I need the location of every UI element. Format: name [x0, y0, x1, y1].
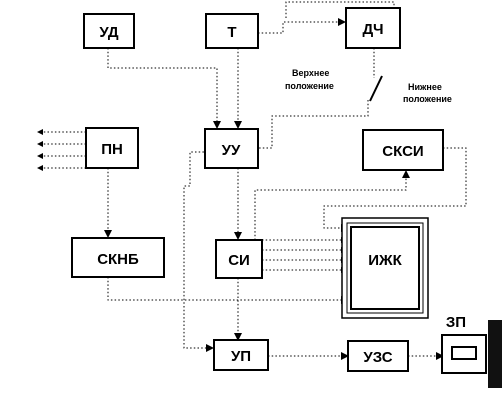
- block-izhk-label: ИЖК: [368, 252, 402, 269]
- lower-position-label-1: Нижнее: [408, 82, 442, 92]
- arrow-uu-si: [234, 232, 242, 240]
- block-uzs-label: УЗС: [363, 349, 392, 366]
- link-uu-up: [183, 151, 215, 349]
- block-pn-label: ПН: [101, 141, 123, 158]
- block-up: УП: [213, 339, 269, 371]
- arrow-t-dch: [338, 18, 346, 26]
- link-sknb-izhk: [107, 277, 341, 301]
- block-si: СИ: [215, 239, 263, 279]
- block-pn: ПН: [85, 127, 139, 169]
- block-si-label: СИ: [228, 252, 250, 269]
- block-ud: УД: [83, 13, 135, 49]
- arrow-uzs-zp: [436, 352, 444, 360]
- position-switch: [369, 75, 383, 102]
- block-izhk: ИЖК: [341, 217, 429, 319]
- block-t: Т: [205, 13, 259, 49]
- block-uu-label: УУ: [222, 142, 241, 159]
- block-t-label: Т: [227, 24, 236, 41]
- arrow-pn-sknb: [104, 230, 112, 238]
- arrow-up-uzs: [341, 352, 349, 360]
- block-sknb-label: СКНБ: [97, 251, 139, 268]
- arrow-uu-up: [206, 344, 214, 352]
- upper-position-label-2: положение: [285, 81, 334, 91]
- arrow-pn-out-1: [37, 129, 43, 135]
- block-up-label: УП: [231, 348, 251, 365]
- block-uu: УУ: [204, 128, 259, 169]
- block-dch-label: ДЧ: [362, 21, 383, 38]
- block-dch: ДЧ: [345, 7, 401, 49]
- block-uzs: УЗС: [347, 340, 409, 372]
- block-zp: ЗП: [441, 314, 502, 388]
- connections: [40, 1, 467, 357]
- arrow-pn-out-3: [37, 153, 43, 159]
- upper-position-label-1: Верхнее: [292, 68, 329, 78]
- zp-side-bar: [488, 320, 502, 388]
- link-sksi-izhk: [323, 147, 467, 229]
- zp-indicator: [451, 346, 477, 360]
- lower-position-label-2: положение: [403, 94, 452, 104]
- arrow-pn-out-4: [37, 165, 43, 171]
- arrow-si-up: [234, 333, 242, 341]
- block-ud-label: УД: [99, 24, 119, 41]
- link-t-dch: [258, 21, 340, 34]
- link-switch-uu: [258, 100, 369, 149]
- switch-lever: [369, 75, 383, 102]
- block-zp-label: ЗП: [446, 314, 466, 331]
- block-sksi-label: СКСИ: [382, 143, 423, 160]
- arrow-pn-out-2: [37, 141, 43, 147]
- block-sksi: СКСИ: [362, 129, 444, 171]
- arrow-t-uu: [234, 121, 242, 129]
- arrow-si-sksi: [402, 170, 410, 178]
- arrow-ud-uu: [213, 121, 221, 129]
- block-sknb: СКНБ: [71, 237, 165, 278]
- link-ud-uu: [107, 48, 218, 122]
- link-dch-loop: [285, 1, 395, 18]
